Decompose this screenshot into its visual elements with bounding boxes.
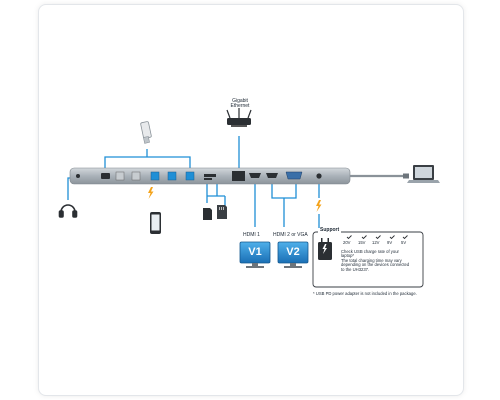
audio-jack-port (76, 174, 80, 178)
usb-a-port-2 (131, 171, 141, 181)
voltage-20v: 20V (343, 240, 351, 245)
ethernet-label: Ethernet (230, 103, 250, 110)
monitor1-badge: V1 (248, 246, 262, 258)
dc-power-port (316, 173, 322, 179)
usb-a-port-1 (115, 171, 125, 181)
support-note-line: Check USB charge rate of your (341, 249, 399, 254)
card-reader-line (206, 184, 226, 210)
check-icons (346, 235, 408, 240)
usb-drive-icon (140, 121, 152, 144)
sd-card-slot (204, 174, 216, 177)
support-note-line: to the UH3237. (341, 266, 370, 272)
footnote: * USB PD power adapter is not included i… (313, 291, 417, 296)
support-note-line: The total charging time may vary (341, 257, 402, 263)
smartphone-icon (150, 212, 161, 234)
monitor2-badge: V2 (286, 246, 300, 258)
hdmi-port-1 (249, 173, 261, 178)
support-box (312, 231, 424, 288)
hdmi-port-2 (266, 173, 278, 178)
vga-port (285, 171, 303, 180)
support-title: Support (318, 227, 342, 234)
gigabit-ethernet-label: Gigabit Ethernet (224, 98, 256, 110)
power-adapter-icon (318, 238, 332, 260)
dock (69, 167, 409, 185)
usb-bracket-line (104, 156, 191, 168)
diagram-frame (38, 4, 464, 396)
laptop-icon (407, 165, 440, 183)
lightning-icon (316, 200, 322, 212)
monitor-icon (277, 241, 309, 268)
usb-a-port-3 (150, 171, 160, 181)
hdmi2-vga-line (271, 184, 297, 227)
monitor-icon (239, 241, 271, 268)
usb-a-port-4 (167, 171, 177, 181)
voltage-9v: 9V (387, 240, 393, 245)
lightning-icon (148, 187, 154, 199)
voltage-5v: 5V (401, 240, 407, 245)
headphones-icon (58, 204, 78, 218)
support-note-line: laptop* (341, 253, 355, 259)
microsd-card-slot (204, 178, 212, 180)
ethernet-port (232, 171, 245, 181)
connection-lines (67, 136, 320, 236)
gigabit-label: Gigabit (232, 98, 248, 104)
hdmi2-vga-label: HDMI 2 or VGA (273, 232, 308, 238)
support-note: Check USB charge rate of your laptop* Th… (341, 249, 410, 272)
voltage-12v: 12V (372, 240, 380, 245)
usb-a-port-5 (185, 171, 195, 181)
sd-card-icon (203, 205, 227, 220)
usb-c-port-front (101, 173, 110, 179)
support-note-line: depending on the devices connected (341, 262, 410, 268)
hdmi1-label: HDMI 1 (243, 232, 260, 238)
router-icon (226, 108, 252, 127)
voltage-15v: 15V (358, 240, 366, 245)
